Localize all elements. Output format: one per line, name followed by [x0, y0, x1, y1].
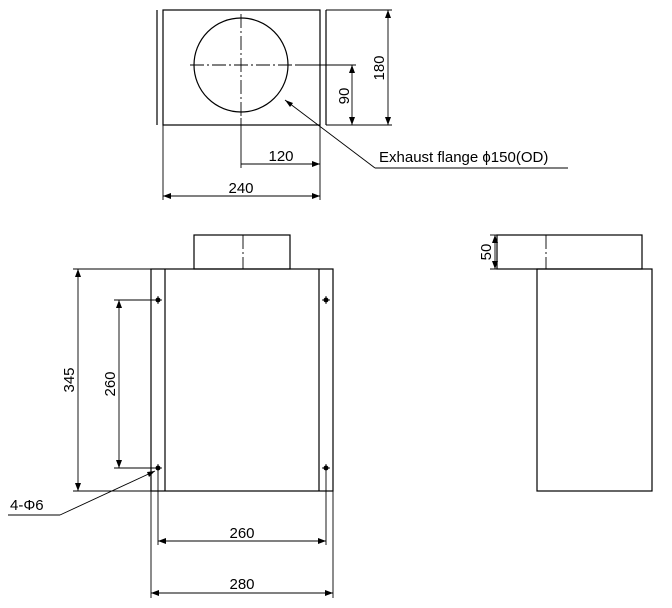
hole-leader-line: [59, 470, 156, 516]
dim-240-label: 240: [228, 180, 253, 197]
dim-180-arrow-top: [385, 10, 391, 18]
dim-280-arrow-right: [325, 590, 333, 596]
flange-leader-line: [284, 99, 376, 169]
dim-90-arrow-bottom: [349, 117, 355, 125]
front-view-exhaust-duct: [193, 234, 291, 270]
front-view: 345 260 4-Φ6 260 280: [8, 234, 334, 598]
dim-345-arrow-bottom: [75, 483, 81, 491]
dim-260h-label: 260: [229, 525, 254, 542]
dim-120-label: 120: [268, 148, 293, 165]
dim-50-arrow-top: [492, 235, 498, 243]
dim-260h-arrow-right: [318, 538, 326, 544]
dim-120-arrow-right: [312, 161, 320, 167]
side-view-body: [536, 268, 653, 492]
top-view-outline: [162, 9, 321, 126]
top-view: 180 90 120 240 Exhaust flange ϕ150(OD): [156, 9, 568, 200]
dim-50-label: 50: [478, 244, 495, 261]
dim-260v-label: 260: [102, 371, 119, 396]
mounting-hole-top-right: [322, 296, 330, 304]
hole-leader-arrow: [147, 471, 155, 477]
dim-90-label: 90: [336, 88, 353, 105]
side-view-exhaust-duct: [496, 234, 643, 270]
dim-240-arrow-right: [312, 193, 320, 199]
dim-180-arrow-bottom: [385, 117, 391, 125]
dim-240-arrow-left: [163, 193, 171, 199]
dim-345-label: 345: [61, 367, 78, 392]
mounting-hole-top-left: [154, 296, 162, 304]
dim-50-arrow-bottom: [492, 261, 498, 269]
dim-260h-arrow-left: [158, 538, 166, 544]
dim-280-arrow-left: [151, 590, 159, 596]
side-view: 50: [478, 234, 653, 492]
flange-note: Exhaust flange ϕ150(OD): [379, 149, 548, 166]
dim-280-label: 280: [229, 576, 254, 593]
dim-345-arrow-top: [75, 269, 81, 277]
dim-260v-arrow-bottom: [116, 460, 122, 468]
flange-leader-arrow: [285, 100, 293, 107]
dim-180-label: 180: [371, 55, 388, 80]
mounting-hole-bottom-right: [322, 464, 330, 472]
front-view-body: [150, 268, 334, 492]
hole-note: 4-Φ6: [10, 497, 44, 514]
mounting-hole-bottom-left: [154, 464, 162, 472]
dim-90-arrow-top: [349, 65, 355, 73]
dim-260v-arrow-top: [116, 300, 122, 308]
